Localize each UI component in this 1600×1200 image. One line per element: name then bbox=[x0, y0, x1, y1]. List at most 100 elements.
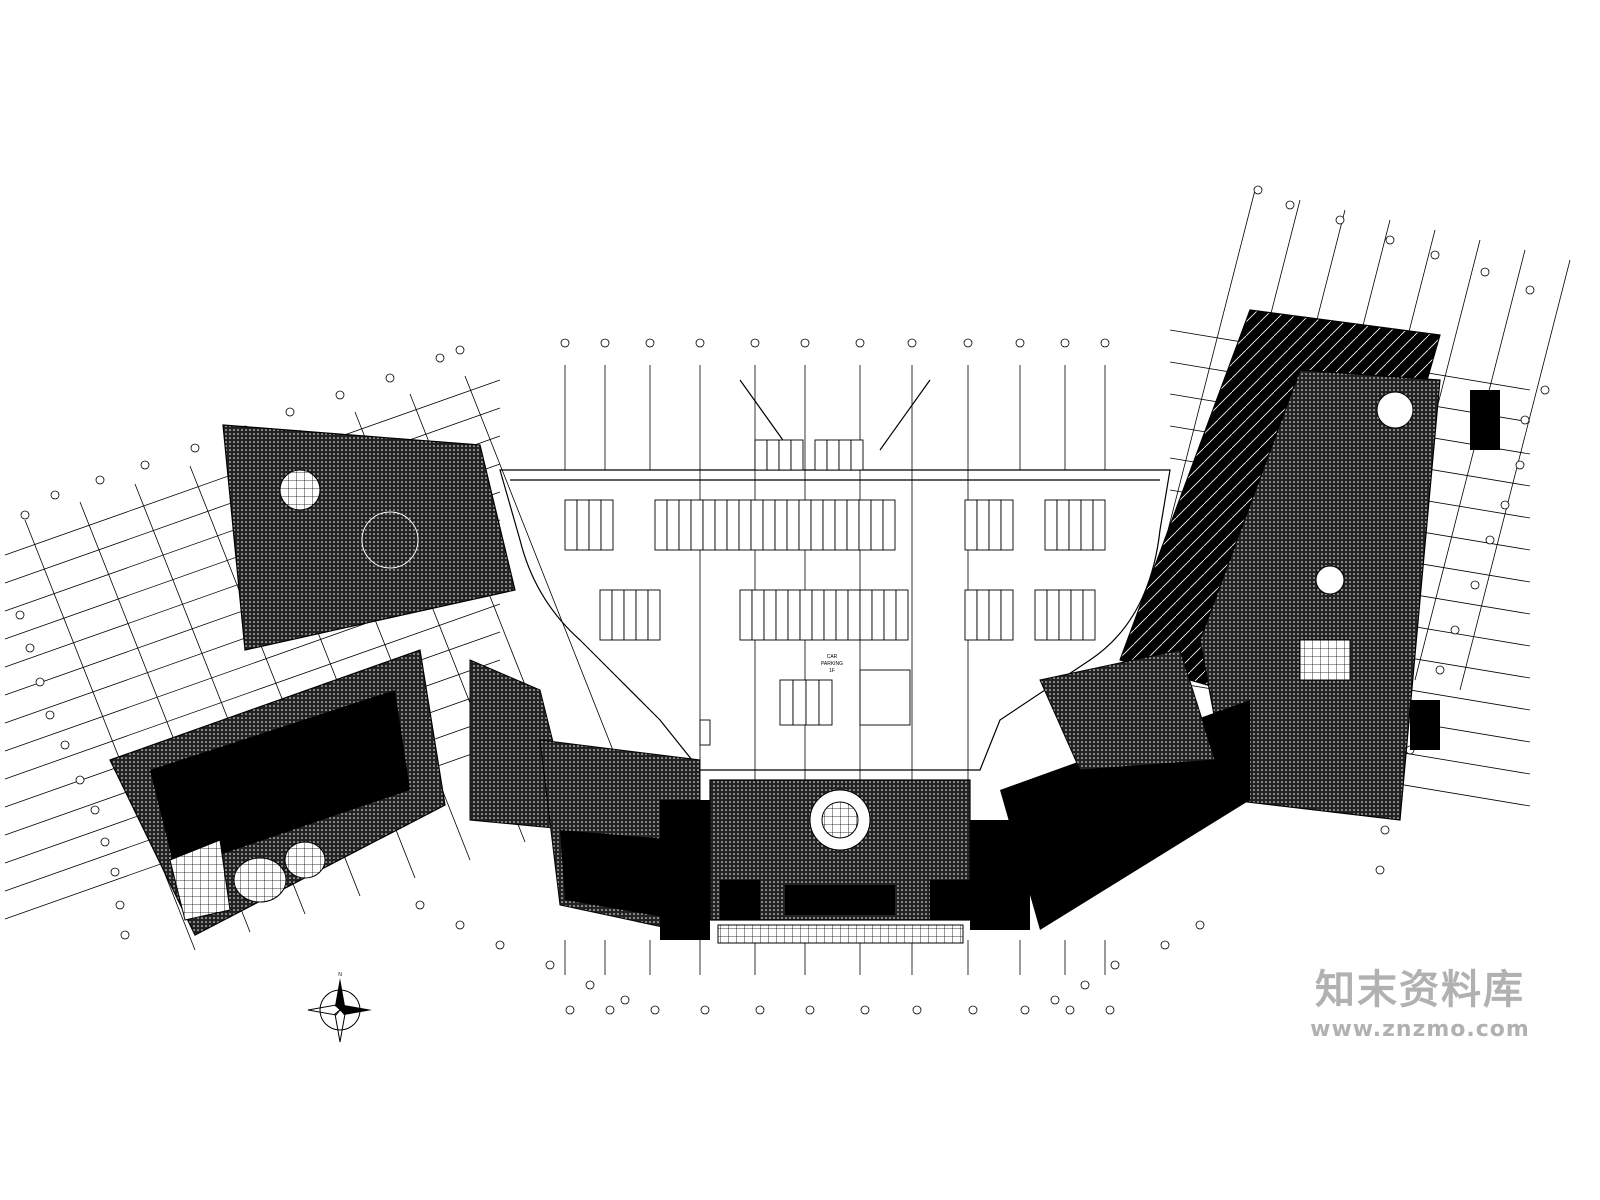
parking-stall bbox=[576, 499, 590, 551]
parking-stall bbox=[738, 499, 752, 551]
grid-bubble bbox=[1253, 185, 1263, 195]
parking-stalls bbox=[564, 439, 1106, 746]
parking-stall bbox=[964, 589, 978, 641]
parking-stall bbox=[988, 589, 1002, 641]
grid-bubble bbox=[1485, 535, 1495, 545]
parking-stall bbox=[976, 589, 990, 641]
grid-bubble bbox=[50, 490, 60, 500]
grid-bubble bbox=[1540, 385, 1550, 395]
parking-stall bbox=[799, 589, 813, 641]
parking-stall bbox=[1034, 589, 1048, 641]
parking-stall bbox=[976, 499, 990, 551]
grid-bubble bbox=[860, 1005, 870, 1015]
parking-stall bbox=[588, 499, 602, 551]
parking-stall bbox=[1092, 499, 1106, 551]
grid-bubble bbox=[140, 460, 150, 470]
parking-stall bbox=[814, 439, 828, 471]
parking-stall bbox=[858, 499, 872, 551]
north-arrow-icon: N bbox=[307, 972, 372, 1043]
parking-stall bbox=[1082, 589, 1096, 641]
parking-stall bbox=[599, 589, 613, 641]
grid-bubble bbox=[1015, 338, 1025, 348]
grid-bubble bbox=[1385, 235, 1395, 245]
grid-bubble bbox=[110, 867, 120, 877]
grid-bubble bbox=[855, 338, 865, 348]
parking-stall bbox=[750, 499, 764, 551]
grid-bubble bbox=[35, 677, 45, 687]
parking-stall bbox=[822, 499, 836, 551]
grid-bubble bbox=[600, 338, 610, 348]
grid-bubble bbox=[1500, 500, 1510, 510]
grid-line bbox=[1414, 249, 1526, 681]
parking-stall bbox=[835, 589, 849, 641]
grid-bubble bbox=[1380, 825, 1390, 835]
parking-stall bbox=[778, 439, 792, 471]
grid-bubble bbox=[1060, 338, 1070, 348]
grid-bubble bbox=[455, 345, 465, 355]
grid-bubble bbox=[285, 407, 295, 417]
grid-bubble bbox=[1105, 1005, 1115, 1015]
grid-bubble bbox=[1080, 980, 1090, 990]
grid-bubble bbox=[435, 353, 445, 363]
parking-stall bbox=[739, 589, 753, 641]
grid-line bbox=[1459, 259, 1571, 691]
grid-bubble bbox=[700, 1005, 710, 1015]
parking-stall bbox=[762, 499, 776, 551]
parking-stall bbox=[786, 499, 800, 551]
grid-line bbox=[4, 603, 501, 780]
parking-stall bbox=[805, 679, 820, 726]
grid-bubble bbox=[1050, 995, 1060, 1005]
parking-stall bbox=[882, 499, 896, 551]
grid-bubble bbox=[605, 1005, 615, 1015]
parking-stall bbox=[850, 439, 864, 471]
grid-bubble bbox=[90, 805, 100, 815]
parking-stall bbox=[763, 589, 777, 641]
grid-bubble bbox=[15, 610, 25, 620]
grid-bubble bbox=[495, 940, 505, 950]
grid-bubble bbox=[75, 775, 85, 785]
grid-bubble bbox=[1430, 250, 1440, 260]
parking-stall bbox=[1058, 589, 1072, 641]
parking-stall bbox=[790, 439, 804, 471]
north-letter: N bbox=[338, 972, 342, 978]
grid-bubble bbox=[800, 338, 810, 348]
parking-stall bbox=[810, 499, 824, 551]
grid-bubble bbox=[25, 643, 35, 653]
watermark-url: www.znzmo.com bbox=[1310, 1017, 1530, 1042]
parking-stall bbox=[1080, 499, 1094, 551]
parking-stall bbox=[678, 499, 692, 551]
parking-stall bbox=[988, 499, 1002, 551]
parking-stall bbox=[623, 589, 637, 641]
grid-line bbox=[464, 375, 636, 807]
parking-stall bbox=[766, 439, 780, 471]
parking-stall bbox=[690, 499, 704, 551]
grid-bubble bbox=[545, 960, 555, 970]
central-lobby bbox=[660, 779, 1030, 944]
grid-bubble bbox=[100, 837, 110, 847]
grid-bubble bbox=[455, 920, 465, 930]
parking-stall bbox=[654, 499, 668, 551]
grid-bubble bbox=[805, 1005, 815, 1015]
grid-bubble bbox=[115, 900, 125, 910]
car-park-label-line3: 1F bbox=[829, 668, 835, 674]
grid-bubble bbox=[1435, 665, 1445, 675]
grid-bubble bbox=[1470, 580, 1480, 590]
parking-stall bbox=[859, 589, 873, 641]
grid-bubble bbox=[1195, 920, 1205, 930]
parking-stall bbox=[1070, 589, 1084, 641]
parking-stall bbox=[871, 589, 885, 641]
parking-stall bbox=[775, 589, 789, 641]
parking-stall bbox=[1056, 499, 1070, 551]
grid-bubble bbox=[60, 740, 70, 750]
parking-stall bbox=[792, 679, 807, 726]
parking-stall bbox=[611, 589, 625, 641]
grid-bubble bbox=[1375, 865, 1385, 875]
grid-bubble bbox=[963, 338, 973, 348]
grid-bubble bbox=[585, 980, 595, 990]
parking-stall bbox=[714, 499, 728, 551]
column-mark bbox=[699, 719, 711, 746]
parking-stall bbox=[666, 499, 680, 551]
parking-stall bbox=[823, 589, 837, 641]
parking-stall bbox=[1068, 499, 1082, 551]
grid-bubble bbox=[650, 1005, 660, 1015]
